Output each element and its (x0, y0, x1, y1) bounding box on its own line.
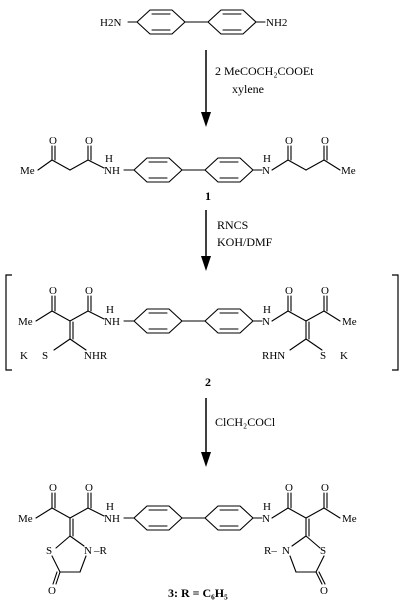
o-left-3b: O (85, 482, 93, 494)
s-left-2: S (42, 350, 48, 362)
o-right-1b: O (321, 135, 329, 147)
me-left-1: Me (20, 165, 35, 177)
h-left-1: H (105, 153, 113, 165)
nh-left-3: NH (104, 513, 120, 525)
compound-3-structure: Me O O H NH S N –R O (18, 482, 357, 600)
s-right-2: S (320, 350, 326, 362)
h-left-3: H (106, 501, 114, 513)
step2-conditions: KOH/DMF (217, 235, 273, 249)
o-right-3a: O (285, 482, 293, 494)
n-right-ring-3: N (282, 545, 290, 557)
rhn-right-2: RHN (262, 350, 285, 362)
h2n-label: H2N (100, 17, 121, 29)
nh-left-2: NH (104, 316, 120, 328)
o-right-1a: O (285, 135, 293, 147)
o-ring-left-3: O (48, 585, 56, 597)
n-right-1: N (262, 165, 270, 177)
o-ring-right-3: O (320, 585, 328, 597)
step3-reagent: ClCH₂COCl (215, 415, 276, 429)
compound-2-structure: Me O O H NH K S NHR H N (5, 274, 399, 389)
k-right-2: K (340, 350, 348, 362)
right-bracket (392, 274, 399, 371)
h-left-2: H (106, 304, 114, 316)
compound-1-structure: Me O O H NH H N O O Me 1 (20, 135, 356, 203)
nh-left-1: NH (104, 165, 120, 177)
reaction-arrow-1: 2 MeCOCH₂COOEt xylene (201, 50, 314, 127)
h-right-1: H (263, 153, 271, 165)
s-left-3: S (46, 545, 52, 557)
step1-solvent: xylene (232, 82, 264, 96)
h-right-3: H (263, 501, 271, 513)
o-right-2a: O (285, 285, 293, 297)
o-left-1a: O (49, 135, 57, 147)
compound-2-number: 2 (205, 375, 211, 389)
benzidine-structure: H2N NH2 (100, 9, 287, 35)
me-right-1: Me (341, 165, 356, 177)
r-left-3: –R (93, 545, 108, 557)
o-left-2b: O (85, 285, 93, 297)
reaction-arrow-3: ClCH₂COCl (201, 398, 276, 467)
step1-reagent: 2 MeCOCH₂COOEt (215, 64, 314, 78)
o-right-3b: O (321, 482, 329, 494)
nhr-left-2: NHR (84, 350, 108, 362)
compound-1-number: 1 (205, 189, 211, 203)
r-right-3: R– (264, 545, 277, 557)
s-right-3: S (320, 545, 326, 557)
me-right-2: Me (342, 316, 357, 328)
compound-3-label: 3: R = C₆H₅ (168, 586, 228, 600)
n-left-3: N (84, 545, 92, 557)
left-bracket (5, 274, 12, 371)
k-left-2: K (20, 350, 28, 362)
step2-reagent: RNCS (217, 218, 248, 232)
me-left-2: Me (18, 316, 33, 328)
o-right-2b: O (321, 285, 329, 297)
o-left-3a: O (49, 482, 57, 494)
me-left-3: Me (18, 513, 33, 525)
reaction-arrow-2: RNCS KOH/DMF (201, 210, 273, 271)
n-right-3: N (262, 513, 270, 525)
o-left-2a: O (49, 285, 57, 297)
o-left-1b: O (85, 135, 93, 147)
h-right-2: H (263, 304, 271, 316)
n-right-2: N (262, 316, 270, 328)
me-right-3: Me (342, 513, 357, 525)
nh2-label: NH2 (266, 17, 287, 29)
